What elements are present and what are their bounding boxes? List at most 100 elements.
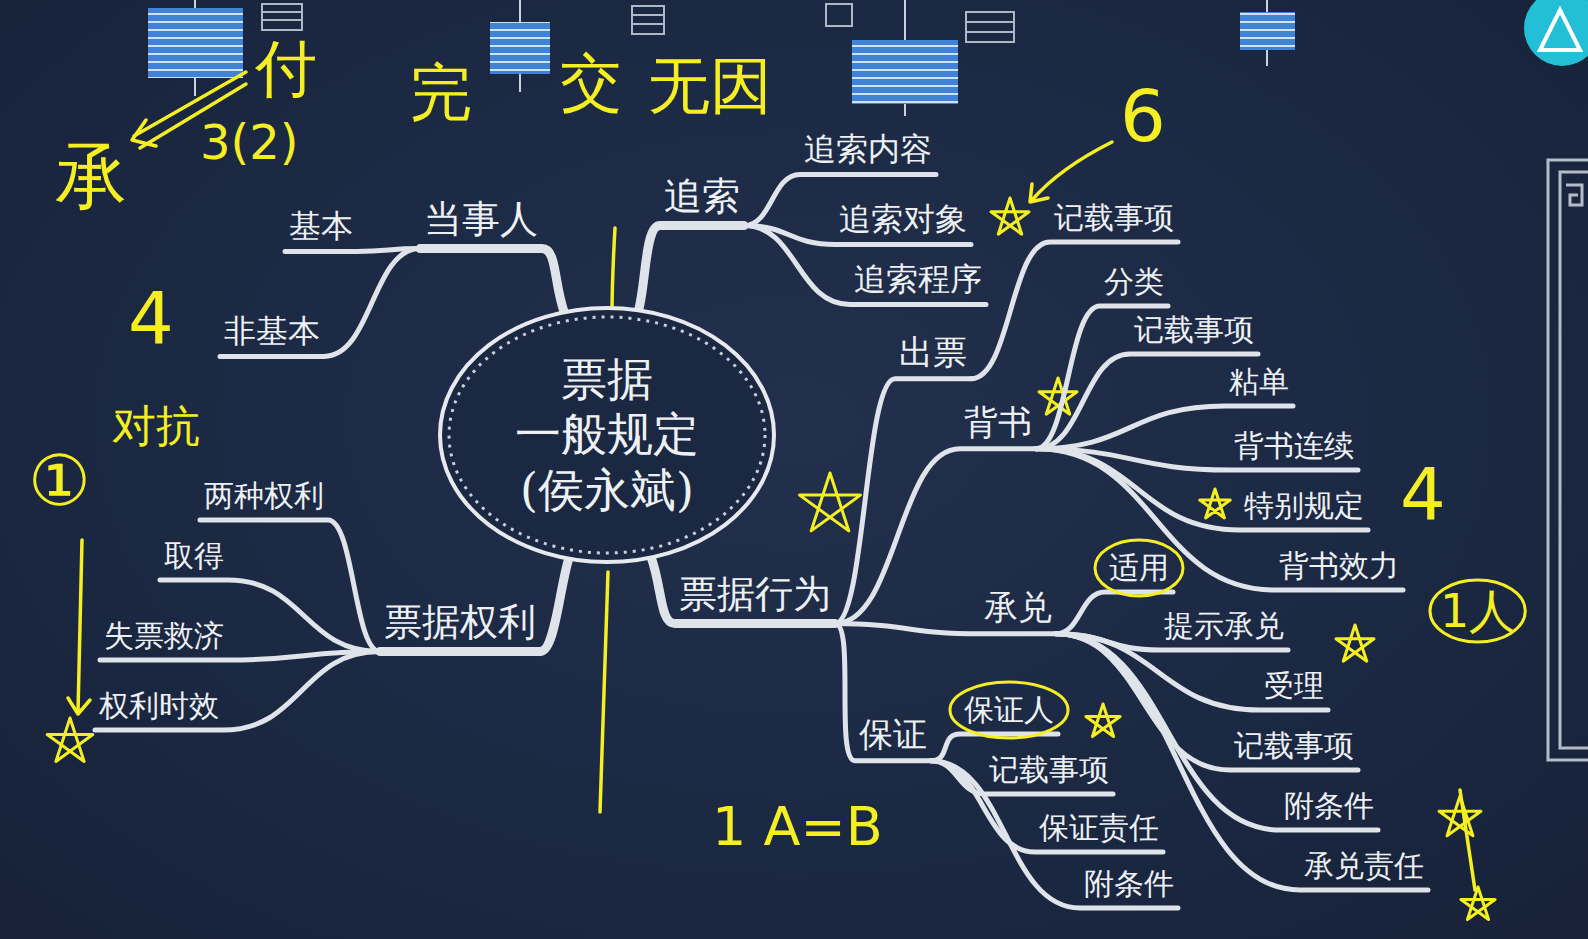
branch-topic: 保证 xyxy=(855,712,931,757)
branch-topic: 背书效力 xyxy=(1275,546,1403,586)
topic-text: 承兑责任 xyxy=(1304,848,1424,883)
branch-line xyxy=(95,652,380,730)
branch-topic: 受理 xyxy=(1260,666,1328,706)
star-mark xyxy=(991,198,1029,234)
handwritten-marks xyxy=(68,72,1475,890)
branch-line xyxy=(1056,592,1173,634)
branch-topic: 追索内容 xyxy=(800,128,936,170)
branch-topic: 权利时效 xyxy=(95,686,223,726)
branch-topic: 两种权利 xyxy=(200,476,328,516)
branch-topic: 粘单 xyxy=(1225,362,1293,402)
star-mark xyxy=(1461,887,1495,920)
branch-topic: 追索程序 xyxy=(850,258,986,300)
lantern xyxy=(1240,0,1295,66)
lantern xyxy=(852,0,958,116)
topic-text: 分类 xyxy=(1104,264,1164,299)
topic-text: 记载事项 xyxy=(1054,200,1174,235)
arrow-line xyxy=(78,540,82,712)
stroke xyxy=(600,572,608,812)
branch-topic: 追索对象 xyxy=(835,198,971,240)
ellipse-border xyxy=(440,308,774,562)
branch-topic: 取得 xyxy=(160,536,228,576)
branch-line xyxy=(285,249,420,252)
branch-topic: 票据权利 xyxy=(380,598,540,648)
branch-topic: 记载事项 xyxy=(985,750,1113,790)
branch-topic: 附条件 xyxy=(1280,786,1378,826)
topic-text: 追索对象 xyxy=(839,200,967,238)
branch-topic: 提示承兑 xyxy=(1160,606,1288,646)
branch-topic: 记载事项 xyxy=(1130,310,1258,350)
handwritten-note: 1人 xyxy=(1440,588,1515,634)
branch-topic: 附条件 xyxy=(1080,864,1178,904)
topic-text: 适用 xyxy=(1109,550,1169,585)
handwritten-note: 无因 xyxy=(648,55,772,117)
star-mark xyxy=(800,473,861,531)
topic-text: 记载事项 xyxy=(1134,312,1254,347)
branch-line xyxy=(651,558,835,624)
handwritten-number: 6 xyxy=(1120,80,1166,152)
topic-text: 票据 一般规定 (侯永斌) xyxy=(482,352,732,518)
topic-text: 保证责任 xyxy=(1039,810,1159,845)
branch-topic: 追索 xyxy=(660,172,744,222)
branch-line xyxy=(1056,634,1378,830)
topic-text: 非基本 xyxy=(224,312,320,350)
topic-text: 特别规定 xyxy=(1244,488,1364,523)
arrow-head xyxy=(68,698,90,714)
topic-text: 追索内容 xyxy=(804,130,932,168)
topic-text: 取得 xyxy=(164,538,224,573)
branch-line xyxy=(1056,634,1358,770)
branch-topic: 保证人 xyxy=(960,690,1058,730)
stroke xyxy=(612,228,615,316)
topic-text: 记载事项 xyxy=(1234,728,1354,763)
topic-text: 记载事项 xyxy=(989,752,1109,787)
branch-topic: 背书连续 xyxy=(1230,426,1358,466)
lantern xyxy=(490,0,550,92)
branch-line xyxy=(835,379,971,624)
topic-text: 承兑 xyxy=(984,587,1052,627)
branch-topic: 特别规定 xyxy=(1240,486,1368,526)
arrow-head xyxy=(1030,184,1048,202)
arrow-head xyxy=(132,120,156,146)
topic-text: 保证人 xyxy=(964,692,1054,727)
star-mark xyxy=(47,718,93,761)
topic-text: 失票救济 xyxy=(104,618,224,653)
branch-topic: 基本 xyxy=(285,205,357,247)
star-marks xyxy=(47,198,1495,920)
branch-line xyxy=(639,226,744,311)
topic-text: 背书 xyxy=(964,402,1032,442)
branch-topic: 当事人 xyxy=(420,195,542,245)
branch-topic: 适用 xyxy=(1105,548,1173,588)
topic-text: 附条件 xyxy=(1284,788,1374,823)
arrow-line xyxy=(1032,142,1112,200)
central-topic: 票据 一般规定 (侯永斌) xyxy=(437,305,777,565)
frame-ornament xyxy=(1548,160,1588,760)
topic-text: 追索程序 xyxy=(854,260,982,298)
topic-text: 背书效力 xyxy=(1279,548,1399,583)
topic-text: 出票 xyxy=(899,332,967,372)
handwritten-number: ① xyxy=(28,446,91,516)
star-mark xyxy=(1200,489,1230,518)
branch-topic: 票据行为 xyxy=(675,570,835,620)
star-mark xyxy=(1439,796,1481,836)
branch-topic: 记载事项 xyxy=(1230,726,1358,766)
handwritten-note: 承 xyxy=(55,140,127,212)
small-lantern xyxy=(262,4,1014,42)
branch-topic: 出票 xyxy=(895,330,971,375)
handwritten-note: 完 xyxy=(410,62,472,124)
handwritten-circle xyxy=(1095,540,1183,596)
handwritten-circle xyxy=(1430,580,1525,642)
logo xyxy=(1524,0,1588,66)
branch-line xyxy=(380,559,569,652)
handwritten-note: 3(2) xyxy=(200,118,299,166)
branch-topic: 记载事项 xyxy=(1050,198,1178,238)
star-mark xyxy=(1086,704,1120,737)
handwritten-note: 1 A=B xyxy=(712,800,883,854)
topic-text: 基本 xyxy=(289,207,353,245)
ellipse-ornament xyxy=(449,317,765,553)
topic-text: 票据权利 xyxy=(384,600,536,644)
handwritten-note: 付 xyxy=(255,38,317,100)
handwritten-note: 对抗 xyxy=(112,404,200,448)
handwritten-note: 交 xyxy=(560,52,622,114)
topic-text: 保证 xyxy=(859,714,927,754)
